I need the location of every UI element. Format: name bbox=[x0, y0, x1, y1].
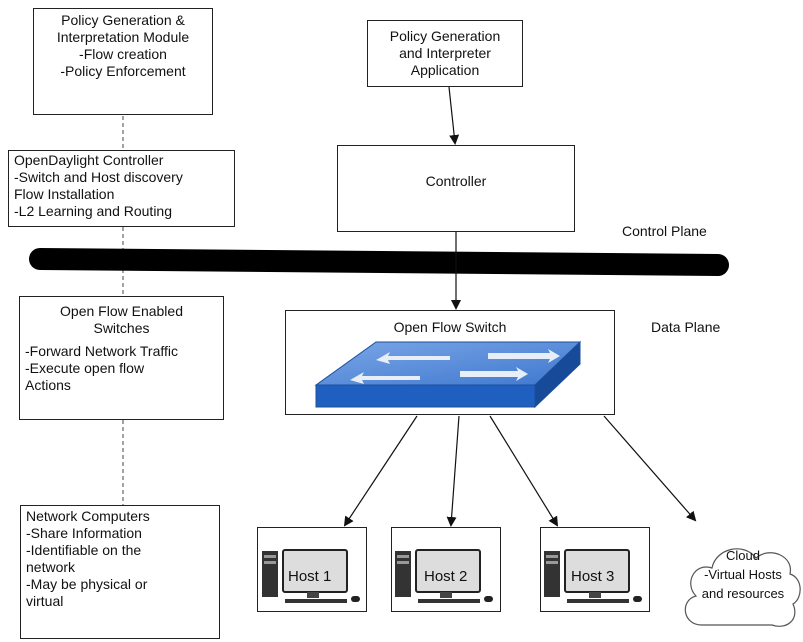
host1-box: Host 1 bbox=[257, 527, 367, 612]
switch-desc-line-5: Actions bbox=[25, 377, 71, 393]
arrow-app-to-controller bbox=[448, 86, 460, 145]
switch-desc-box: Open Flow Enabled Switches -Forward Netw… bbox=[19, 296, 224, 420]
policy-module-line-4: -Policy Enforcement bbox=[60, 63, 186, 79]
host2-computer-icon bbox=[395, 549, 493, 603]
switch-desc-line-2: Switches bbox=[93, 320, 150, 336]
control-plane-bar bbox=[29, 248, 729, 276]
host3-box: Host 3 bbox=[540, 527, 650, 612]
controller-desc-line-3: Flow Installation bbox=[14, 186, 115, 202]
arrow-switch-to-host1 bbox=[343, 415, 418, 527]
controller-desc-line-1: OpenDaylight Controller bbox=[14, 152, 164, 168]
controller-label: Controller bbox=[425, 173, 487, 189]
open-flow-switch-label: Open Flow Switch bbox=[393, 319, 507, 335]
controller-desc-box: OpenDaylight Controller -Switch and Host… bbox=[8, 150, 235, 227]
network-switch-icon bbox=[314, 340, 582, 409]
data-plane-label: Data Plane bbox=[651, 319, 721, 335]
cloud-label: Cloud -Virtual Hosts and resources bbox=[686, 546, 800, 603]
cloud-line-2: -Virtual Hosts bbox=[704, 567, 782, 582]
policy-module-line-2: Interpretation Module bbox=[56, 29, 190, 45]
host1-label: Host 1 bbox=[288, 568, 332, 585]
cloud-line-1: Cloud bbox=[726, 548, 760, 563]
computers-desc-line-4: network bbox=[26, 559, 76, 575]
policy-app-line-3: Application bbox=[410, 62, 480, 78]
computers-desc-line-3: -Identifiable on the bbox=[26, 542, 142, 558]
policy-module-line-1: Policy Generation & bbox=[61, 12, 185, 28]
host3-label: Host 3 bbox=[571, 568, 615, 585]
computers-desc-line-6: virtual bbox=[26, 593, 64, 609]
open-flow-switch-box: Open Flow Switch bbox=[285, 310, 615, 415]
controller-desc-line-2: -Switch and Host discovery bbox=[14, 169, 183, 185]
switch-desc-line-4: -Execute open flow bbox=[25, 360, 145, 376]
policy-app-box: Policy Generation and Interpreter Applic… bbox=[367, 20, 523, 87]
host2-label: Host 2 bbox=[424, 568, 468, 585]
controller-box: Controller bbox=[337, 145, 575, 232]
computers-desc-line-5: -May be physical or bbox=[26, 576, 148, 592]
controller-desc-line-4: -L2 Learning and Routing bbox=[14, 203, 173, 219]
computers-desc-line-1: Network Computers bbox=[26, 508, 150, 524]
arrow-switch-to-host2 bbox=[446, 415, 460, 527]
policy-app-line-1: Policy Generation bbox=[389, 28, 501, 44]
policy-module-line-3: -Flow creation bbox=[79, 46, 167, 62]
switch-desc-line-1: Open Flow Enabled bbox=[60, 303, 183, 319]
arrow-switch-to-cloud bbox=[603, 415, 697, 522]
arrow-switch-to-host3 bbox=[489, 415, 559, 527]
control-plane-label: Control Plane bbox=[622, 223, 707, 239]
host3-computer-icon bbox=[544, 549, 642, 603]
computers-desc-line-2: -Share Information bbox=[26, 525, 142, 541]
cloud-line-3: and resources bbox=[701, 586, 785, 601]
policy-module-box: Policy Generation & Interpretation Modul… bbox=[33, 8, 213, 115]
policy-app-line-2: and Interpreter bbox=[399, 45, 491, 61]
computers-desc-box: Network Computers -Share Information -Id… bbox=[20, 505, 220, 639]
cloud-icon bbox=[684, 548, 801, 627]
switch-desc-line-3: -Forward Network Traffic bbox=[25, 343, 178, 359]
host2-box: Host 2 bbox=[391, 527, 501, 612]
host1-computer-icon bbox=[262, 549, 360, 603]
